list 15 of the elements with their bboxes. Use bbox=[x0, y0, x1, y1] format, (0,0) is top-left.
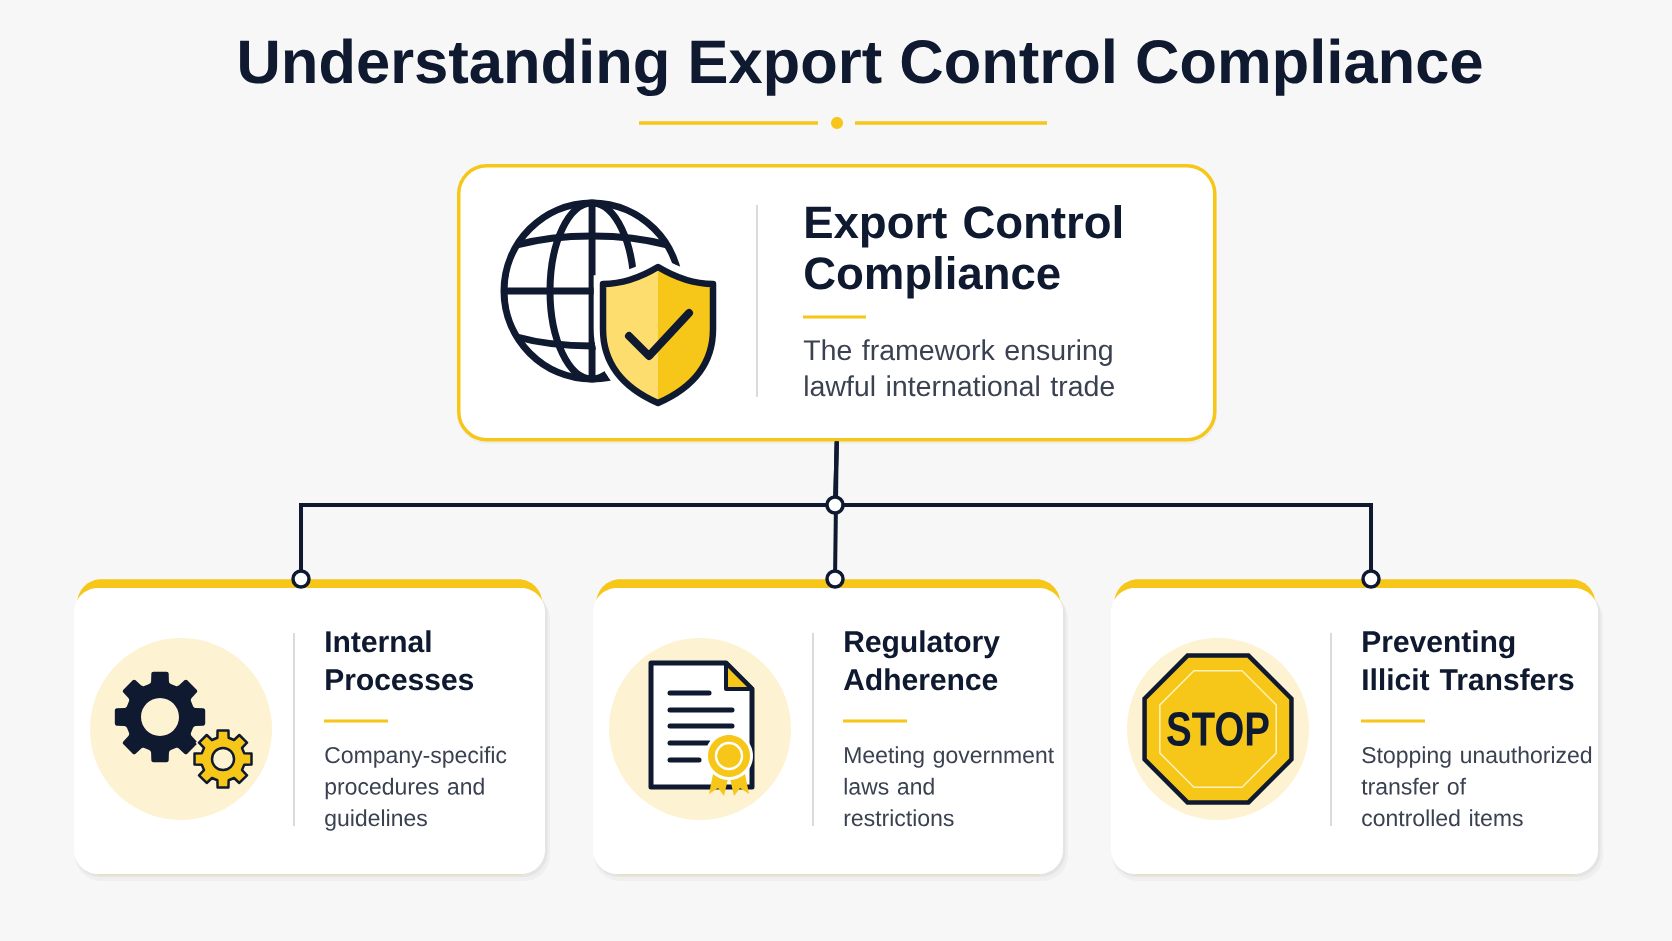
highlight-card bbox=[457, 164, 1217, 444]
card bbox=[1111, 579, 1603, 881]
card bbox=[74, 579, 550, 881]
connector bbox=[832, 441, 1381, 589]
card bbox=[593, 579, 1068, 881]
card-description: Stopping unauthorized transfer of controlled items bbox=[1361, 746, 1592, 827]
card-title: Internal Processes bbox=[326, 630, 474, 691]
card-title: Regulatory Adherence bbox=[843, 630, 1000, 691]
card-title: Export Control Compliance bbox=[805, 205, 1121, 299]
card-description: Company-specific procedures and guidelines bbox=[325, 746, 507, 831]
card-description: The framework ensuring lawful international trade bbox=[803, 339, 1114, 397]
title: Understanding Export Control Compliance bbox=[240, 38, 1482, 97]
card-title: Preventing Illicit Transfers bbox=[1363, 630, 1574, 691]
card-description: Meeting government laws and restrictions bbox=[844, 746, 1054, 827]
stop-sign: STOP bbox=[1142, 653, 1294, 805]
